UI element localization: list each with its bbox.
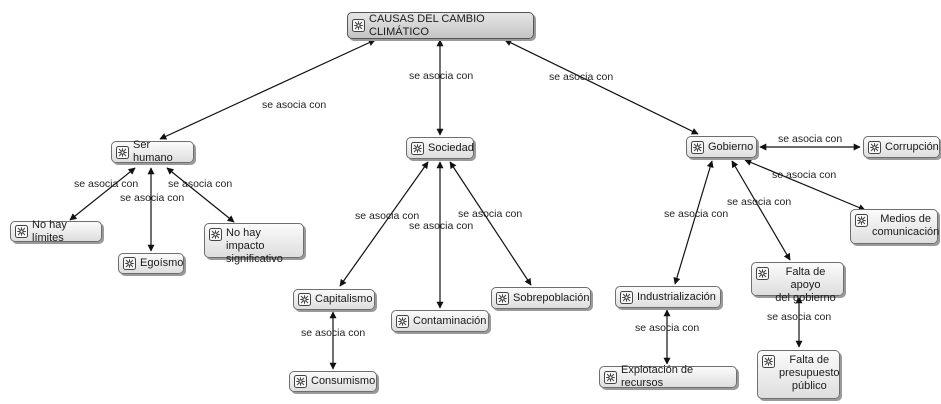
concept-label: Falta de apoyo del gobierno [775,266,836,304]
link-sociedad-capitalismo [339,161,429,287]
concept-label: Corrupción [885,140,939,153]
link-sociedad-sobrepoblacion [449,161,532,286]
concept-node-icon [496,291,509,305]
concept-node-icon [15,225,28,238]
concept-ser-humano[interactable]: Ser humano [111,139,194,164]
concept-node-icon [294,375,307,388]
link-label: se asocia con [168,178,233,190]
concept-node-icon [604,370,617,384]
concept-explotacion[interactable]: Explotación de recursos [599,364,737,389]
link-label: se asocia con [772,169,837,181]
concept-node-icon [762,355,775,368]
concept-egoismo[interactable]: Egoísmo [118,253,184,274]
concept-capitalismo[interactable]: Capitalismo [293,289,375,310]
concept-label: Sociedad [428,141,474,154]
concept-label: Medios de comunicación [872,213,940,238]
link-ser-humano-no-hay-impacto [166,167,235,223]
link-label: se asocia con [458,208,523,220]
concept-gobierno[interactable]: Gobierno [686,136,757,158]
concept-node-icon [116,145,129,159]
concept-node-icon [411,141,424,155]
link-label: se asocia con [549,71,614,83]
link-label: se asocia con [767,311,832,323]
concept-label: Explotación de recursos [621,364,694,389]
concept-node-icon [123,257,136,270]
concept-label: No hay impacto significativo [226,227,283,265]
link-label: se asocia con [409,70,474,82]
link-label: se asocia con [664,208,729,220]
concept-label: Contaminación [413,314,487,327]
link-label: se asocia con [635,322,700,334]
concept-consumismo[interactable]: Consumismo [289,371,377,392]
link-root-gobierno [504,39,699,135]
concept-label: CAUSAS DEL CAMBIO CLIMÁTICO [369,12,485,38]
concept-label: Capitalismo [315,293,373,305]
concept-node-icon [868,140,881,154]
link-label: se asocia con [301,327,366,339]
concept-node-icon [352,19,365,32]
link-label: se asocia con [409,220,474,232]
concept-node-icon [756,267,769,280]
concept-label: Industrialización [637,290,716,303]
link-gobierno-medios [744,159,866,211]
link-ser-humano-no-hay-limites [69,167,136,221]
concept-node-icon [298,293,311,306]
concept-falta-presupuesto[interactable]: Falta de presupuesto público [757,350,840,399]
concept-label: Gobierno [708,140,754,153]
concept-label: Consumismo [311,375,376,387]
concept-falta-apoyo[interactable]: Falta de apoyo del gobierno [751,262,844,304]
link-label: se asocia con [74,178,139,190]
concept-node-icon [209,228,222,241]
link-root-ser-humano [159,39,376,140]
concept-label: Ser humano [133,139,173,164]
concept-label: Falta de presupuesto público [779,354,840,392]
concept-medios-comunicacion[interactable]: Medios de comunicación [850,209,940,244]
concept-label: Sobrepoblación [513,291,590,304]
concept-root[interactable]: CAUSAS DEL CAMBIO CLIMÁTICO [347,12,534,39]
concept-node-icon [620,290,633,304]
concept-corrupcion[interactable]: Corrupción [863,136,940,158]
link-label: se asocia con [262,99,327,111]
concept-no-hay-impacto[interactable]: No hay impacto significativo [204,223,304,265]
link-label: se asocia con [727,196,792,208]
concept-contaminacion[interactable]: Contaminación [391,310,489,332]
link-gobierno-industrializacion [673,160,714,285]
concept-sobrepoblacion[interactable]: Sobrepoblación [491,287,591,309]
concept-label: No hay límites [32,218,67,244]
concept-node-icon [855,214,868,227]
link-label: se asocia con [355,210,420,222]
concept-industrializacion[interactable]: Industrialización [615,286,721,308]
concept-label: Egoísmo [140,257,184,269]
concept-node-icon [691,140,704,154]
concept-sociedad[interactable]: Sociedad [406,137,474,159]
link-label: se asocia con [120,192,185,204]
concept-node-icon [396,314,409,328]
link-label: se asocia con [778,133,843,145]
concept-no-hay-limites[interactable]: No hay límites [10,218,102,244]
